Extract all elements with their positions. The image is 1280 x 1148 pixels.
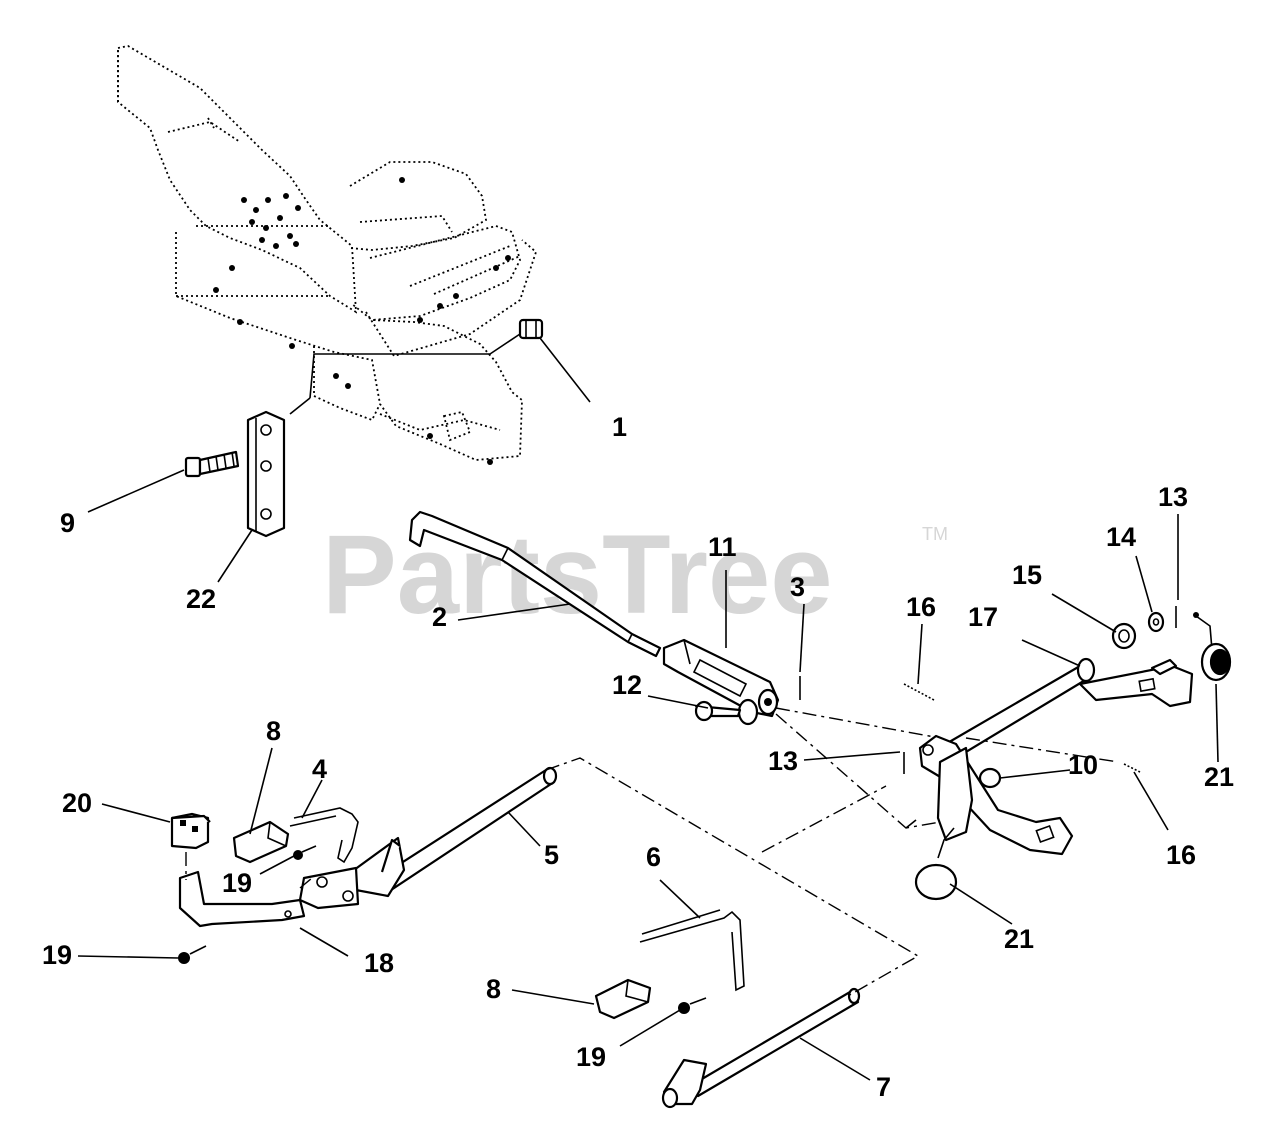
part-2-rod [408, 510, 662, 658]
callout-9: 9 [60, 508, 75, 538]
part-5-cross-shaft [352, 766, 558, 898]
callout-15: 15 [1012, 560, 1042, 590]
part-7-pedal-shaft [661, 987, 861, 1109]
part-1-nut [518, 318, 544, 340]
watermark-trademark: TM [922, 524, 948, 544]
part-6-clip [639, 909, 745, 992]
part-8-pedal-pad-left [232, 820, 290, 864]
callout-5: 5 [544, 840, 559, 870]
callout-18: 18 [364, 948, 394, 978]
part-19-screw-a [293, 845, 317, 860]
callout-14: 14 [1106, 522, 1136, 552]
callout-6: 6 [646, 842, 661, 872]
callout-19-b: 19 [42, 940, 72, 970]
callout-21-left: 21 [1004, 924, 1034, 954]
part-14-washer [1147, 611, 1165, 633]
part-10-lift-arm [918, 734, 1074, 856]
part-21-knob-right [1193, 612, 1232, 682]
callout-10: 10 [1068, 750, 1098, 780]
callout-16-right: 16 [1166, 840, 1196, 870]
part-4-clip [289, 807, 359, 864]
callout-17: 17 [968, 602, 998, 632]
callout-11: 11 [708, 532, 737, 562]
callout-20: 20 [62, 788, 92, 818]
part-11-clevis [662, 638, 780, 718]
tractor-frame-reference [117, 45, 538, 465]
callout-22: 22 [186, 584, 216, 614]
callout-16-top: 16 [906, 592, 936, 622]
part-22-bracket [246, 410, 286, 538]
callout-13-right: 13 [1158, 482, 1188, 512]
part-8-pedal-pad-right [594, 978, 652, 1020]
callout-labels: 1 9 22 2 11 3 12 13 10 17 15 14 13 16 16… [42, 412, 1234, 1102]
callout-4: 4 [312, 754, 327, 784]
callout-19-a: 19 [222, 868, 252, 898]
callout-13-left: 13 [768, 746, 798, 776]
part-9-bolt [184, 450, 240, 478]
callout-12: 12 [612, 670, 642, 700]
callout-1: 1 [612, 412, 627, 442]
callout-3: 3 [790, 572, 805, 602]
callout-8-left: 8 [266, 716, 281, 746]
part-19-screw-b [178, 945, 207, 964]
part-18-bracket [178, 866, 360, 928]
callout-8-right: 8 [486, 974, 501, 1004]
watermark-text: PartsTree [322, 512, 833, 637]
leader-lines [77, 337, 1219, 1081]
callout-2: 2 [432, 602, 447, 632]
part-17-lift-shaft [930, 657, 1194, 766]
part-21-knob-left [914, 827, 958, 901]
part-20-pedal-block [170, 812, 211, 850]
part-16-spring-top [903, 683, 935, 701]
part-15-bushing [1111, 622, 1137, 650]
callout-7: 7 [876, 1072, 891, 1102]
callout-19-c: 19 [576, 1042, 606, 1072]
part-19-screw-c [678, 997, 707, 1014]
callout-21-right: 21 [1204, 762, 1234, 792]
part-16-spring-right [1123, 763, 1141, 773]
